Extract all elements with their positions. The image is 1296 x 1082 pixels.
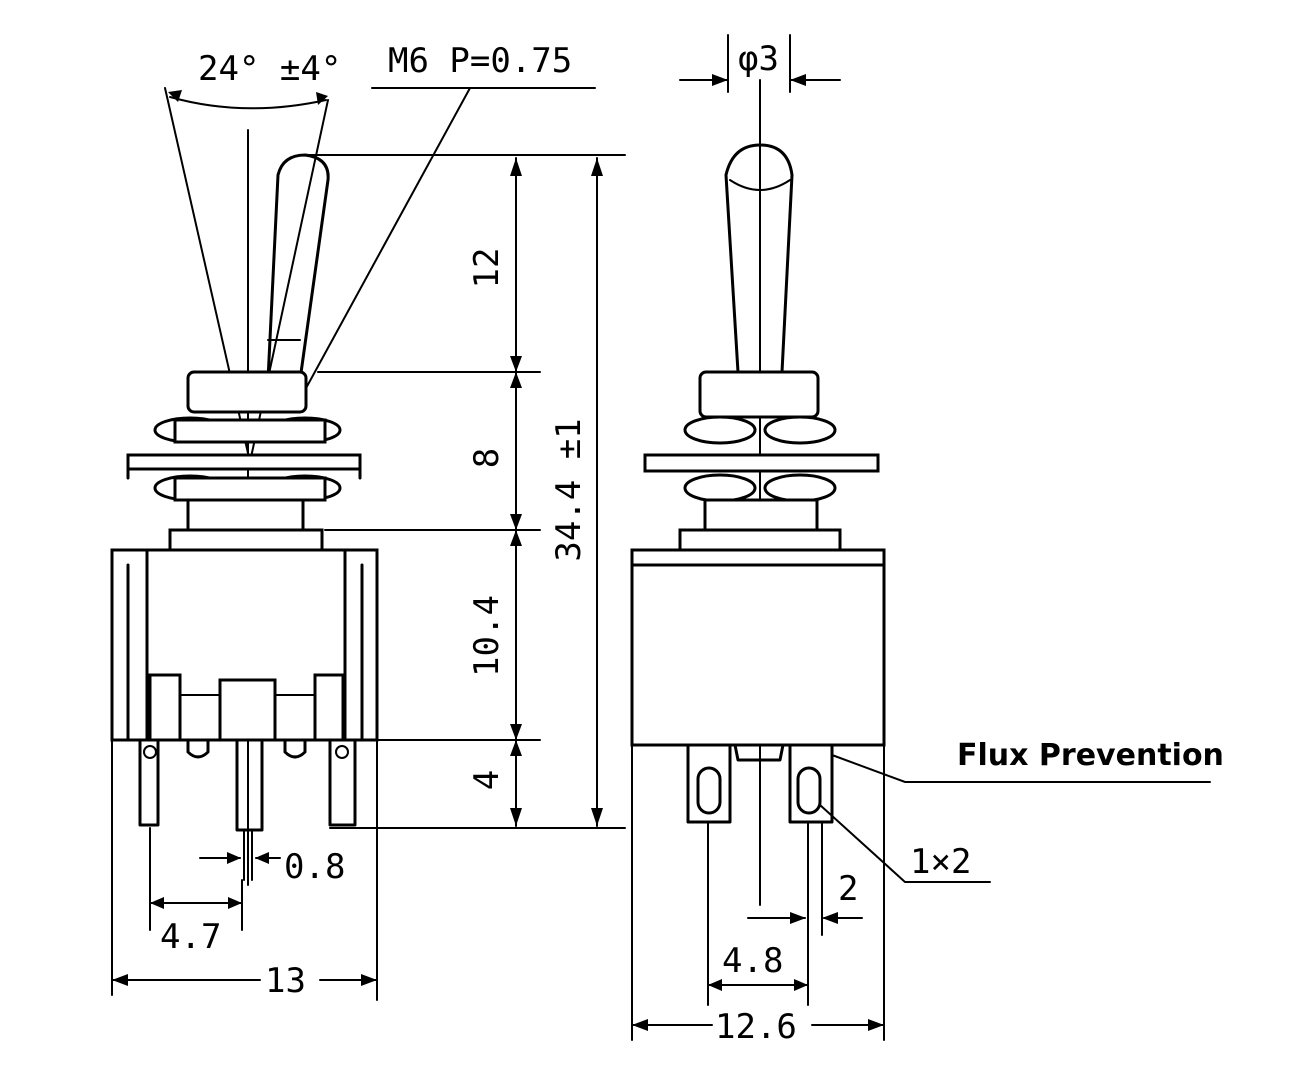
- front-body: [110, 548, 379, 742]
- diameter-label: φ3: [738, 39, 779, 79]
- dim-2-label: 2: [838, 869, 858, 909]
- flux-label: Flux Prevention: [957, 738, 1224, 773]
- angle-label: 24° ±4°: [198, 49, 341, 89]
- side-view: Flux Prevention 1×2 2 4.8: [630, 34, 1224, 1047]
- dim-10-4-label: 10.4: [467, 595, 507, 677]
- thread-label: M6 P=0.75: [388, 41, 572, 81]
- dim-4-8-label: 4.8: [722, 941, 783, 981]
- dim-12-label: 12: [467, 248, 507, 289]
- thread-leader: [304, 87, 471, 391]
- dim-4-8-lines: [707, 979, 809, 991]
- front-lever: [266, 153, 330, 382]
- front-bottom-dims: [111, 739, 378, 1001]
- side-body: [630, 548, 886, 747]
- dim-0-8-label: 0.8: [284, 847, 345, 887]
- dim-total-label: 34.4 ±1: [549, 418, 589, 561]
- side-terminals: [686, 743, 834, 1006]
- dim-12-6-lines: [631, 744, 885, 1041]
- dim-13-label: 13: [265, 961, 306, 1001]
- flux-leader: [831, 754, 1211, 783]
- front-bushing: [126, 370, 362, 552]
- vertical-dims: [307, 154, 626, 829]
- diameter-dim: [679, 34, 841, 93]
- pin-size-leader: [819, 804, 991, 883]
- front-terminals: [138, 738, 357, 881]
- pin-size-label: 1×2: [910, 842, 971, 882]
- dim-8-label: 8: [467, 448, 507, 468]
- front-view: 24° ±4° M6 P=0.75 12 8 34.4 ±1 10.4 4 0.…: [110, 41, 626, 1001]
- dim-12-6-label: 12.6: [715, 1007, 797, 1047]
- dim-4-7-label: 4.7: [160, 917, 221, 957]
- dim-2-lines: [747, 912, 863, 924]
- dim-4-label: 4: [467, 770, 507, 790]
- side-bushing: [643, 370, 880, 552]
